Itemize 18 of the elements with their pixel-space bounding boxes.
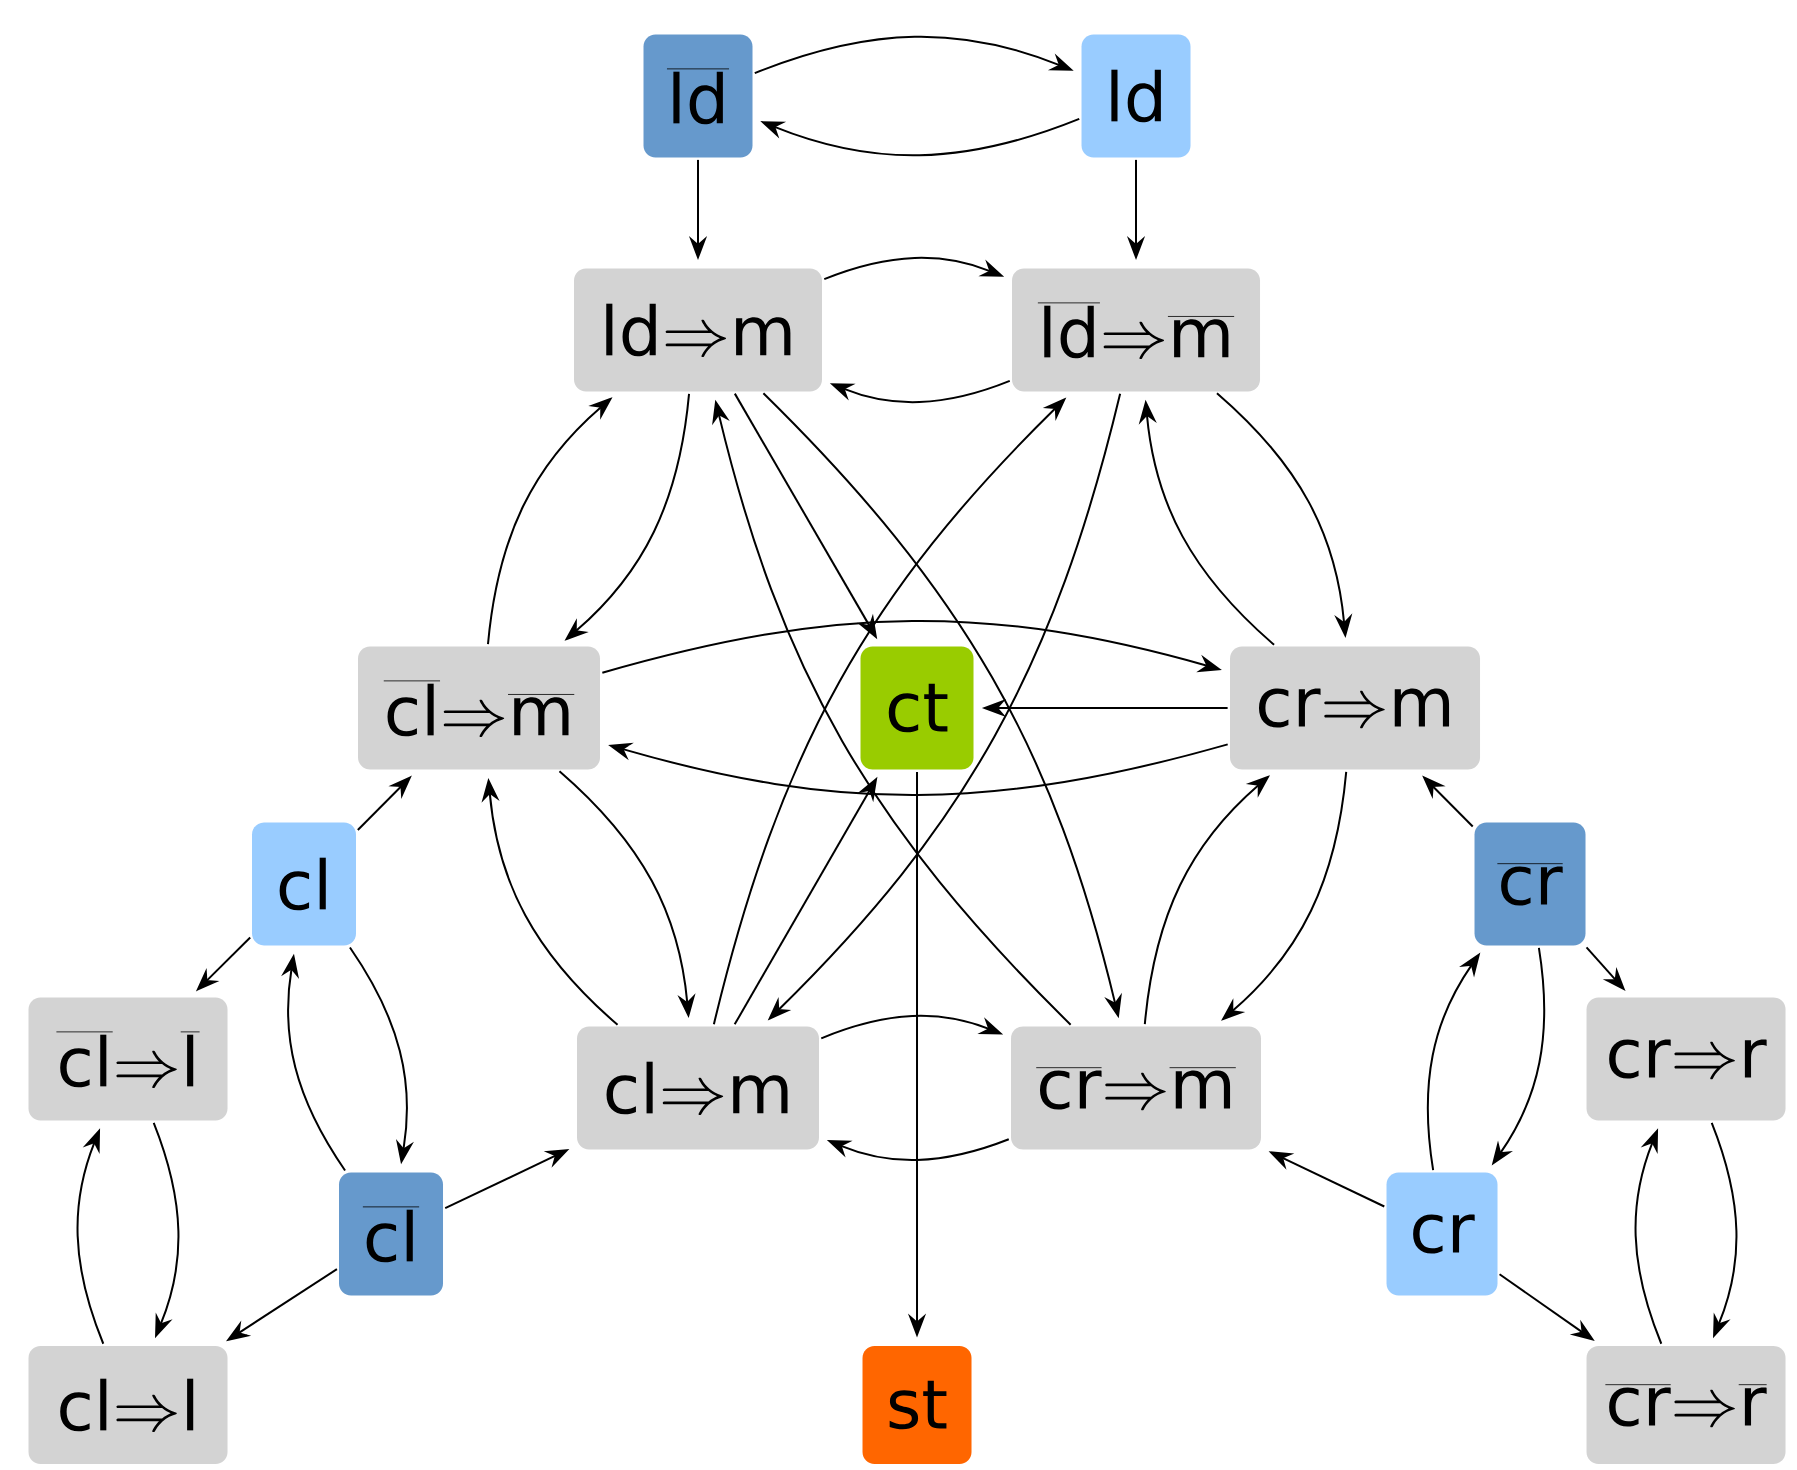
rounded-box: $\overline{\mathsf{ld}}\Rightarrow\overline{\mathsf{m}}$ [1012, 268, 1260, 392]
rounded-box: $\overline{\mathsf{ld}}$ [643, 34, 753, 158]
rounded-box: $\overline{\mathsf{cl}}\Rightarrow\overline{\mathsf{l}}$ [28, 997, 228, 1121]
rounded-box: $\mathsf{ld}$ [1081, 34, 1191, 158]
rounded-box: $\overline{\mathsf{cl}}\Rightarrow\overline{\mathsf{m}}$ [358, 646, 600, 770]
rounded-box: $\mathsf{cl}\Rightarrow\mathsf{l}$ [28, 1346, 228, 1464]
rounded-box: $\overline{\mathsf{cl}}$ [339, 1172, 443, 1296]
rounded-box: $\mathsf{st}$ [862, 1346, 972, 1464]
rounded-box: $\overline{\mathsf{cr}}$ [1474, 822, 1586, 946]
rounded-box: $\mathsf{cr}\Rightarrow\mathsf{m}$ [1230, 646, 1480, 770]
rounded-box: $\mathsf{ld}\Rightarrow\mathsf{m}$ [574, 268, 822, 392]
rounded-box: $\mathsf{cl}$ [252, 822, 356, 946]
rounded-box: $\mathsf{ct}$ [860, 646, 974, 770]
rounded-box: $\overline{\mathsf{cr}}\Rightarrow\overline{\mathsf{r}}$ [1586, 1346, 1786, 1464]
rounded-box: $\mathsf{cl}\Rightarrow\mathsf{m}$ [577, 1026, 819, 1150]
rounded-box: $\mathsf{cr}$ [1386, 1172, 1498, 1296]
rounded-box: $\overline{\mathsf{cr}}\Rightarrow\overline{\mathsf{m}}$ [1011, 1026, 1261, 1150]
rounded-box: $\mathsf{cr}\Rightarrow\mathsf{r}$ [1586, 997, 1786, 1121]
